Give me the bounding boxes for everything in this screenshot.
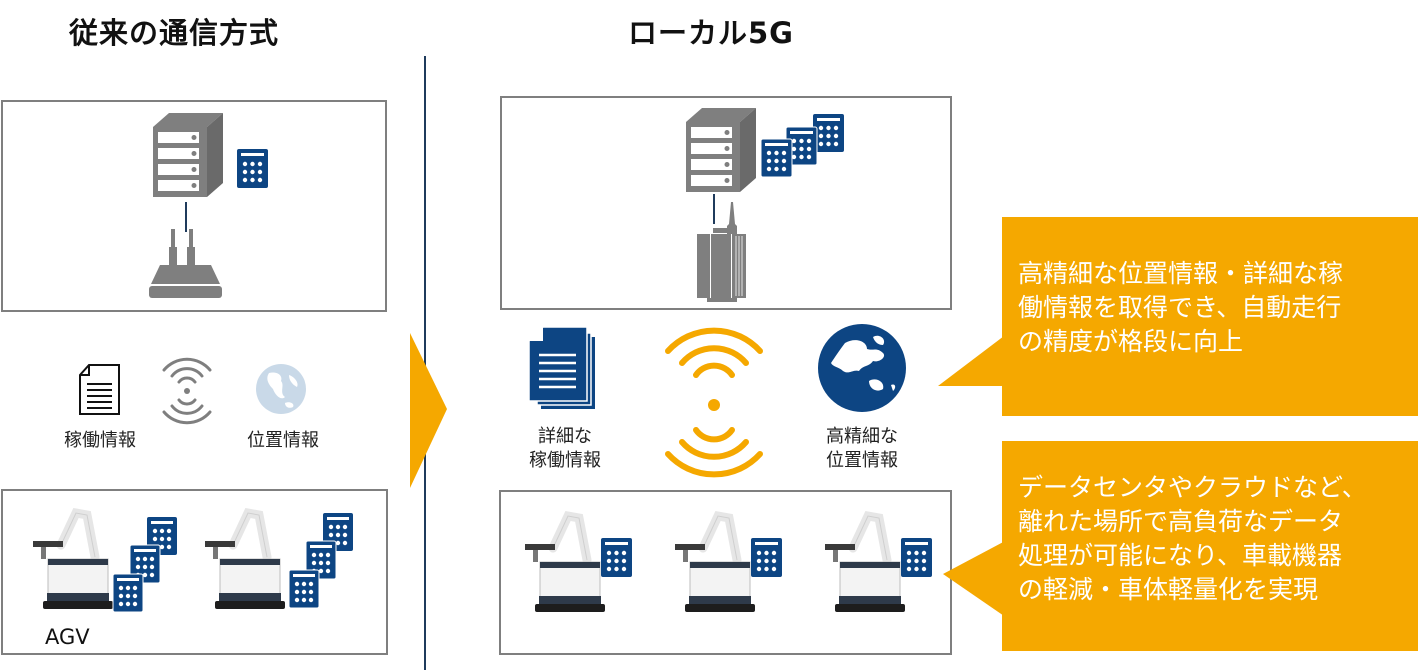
callout-pointer <box>938 336 1004 386</box>
right-agv-box <box>499 490 952 655</box>
operation-info-label: 稼働情報 <box>64 430 136 451</box>
wireless-signal-icon <box>665 327 763 478</box>
right-server-box <box>500 96 952 310</box>
connector-line <box>713 194 715 224</box>
callout-line: 離れた場所で高負荷なデータ <box>1018 507 1344 536</box>
globe-icon <box>256 364 306 414</box>
wireless-signal-icon <box>162 357 212 425</box>
calculator-stack-icon <box>288 513 353 609</box>
callout-line: の精度が格段に向上 <box>1018 327 1244 356</box>
divider-line <box>424 56 426 670</box>
calculator-stack-icon <box>112 517 177 613</box>
agv-robot-icon <box>33 507 113 609</box>
label-line: 高精細な <box>826 426 898 447</box>
left-title: 従来の通信方式 <box>69 16 280 50</box>
location-info-label: 位置情報 <box>247 430 319 451</box>
label-line: 詳細な <box>538 426 592 447</box>
hd-location-info-label: 高精細な 位置情報 <box>810 425 914 473</box>
calculator-stack-icon <box>760 114 844 178</box>
calculator-icon <box>751 538 782 577</box>
agv-label: AGV <box>45 625 90 649</box>
callout-line: データセンタやクラウドなど、 <box>1018 473 1367 502</box>
callout-precision: 高精細な位置情報・詳細な稼 働情報を取得でき、自動走行 の精度が格段に向上 <box>1002 217 1418 416</box>
connector-line <box>185 202 187 232</box>
callout-line: 働情報を取得でき、自動走行 <box>1018 293 1342 322</box>
calculator-icon <box>601 538 632 577</box>
callout-line: 高精細な位置情報・詳細な稼 <box>1018 259 1344 288</box>
label-line: 位置情報 <box>826 450 898 471</box>
right-title: ローカル5G <box>628 16 794 50</box>
globe-icon <box>818 324 906 412</box>
agv-robot-icon <box>825 510 905 612</box>
left-agv-box: AGV <box>1 489 388 655</box>
transition-arrow-icon <box>410 333 447 488</box>
agv-robot-icon <box>205 507 285 609</box>
left-server-box <box>1 100 387 312</box>
document-icon <box>79 364 120 415</box>
documents-stack-icon <box>528 326 595 409</box>
label-line: 稼働情報 <box>529 450 601 471</box>
server-icon <box>686 108 756 192</box>
detailed-operation-info-label: 詳細な 稼働情報 <box>515 425 615 473</box>
base-station-icon <box>697 202 746 302</box>
router-icon <box>149 229 222 298</box>
callout-pointer <box>943 540 1007 618</box>
calculator-icon <box>237 149 268 188</box>
callout-line: の軽減・車体軽量化を実現 <box>1018 575 1319 604</box>
callout-offload: データセンタやクラウドなど、 離れた場所で高負荷なデータ 処理が可能になり、車載… <box>1002 441 1418 651</box>
calculator-icon <box>901 538 932 577</box>
server-icon <box>153 113 223 197</box>
callout-line: 処理が可能になり、車載機器 <box>1018 541 1343 570</box>
agv-robot-icon <box>525 510 605 612</box>
agv-robot-icon <box>675 510 755 612</box>
